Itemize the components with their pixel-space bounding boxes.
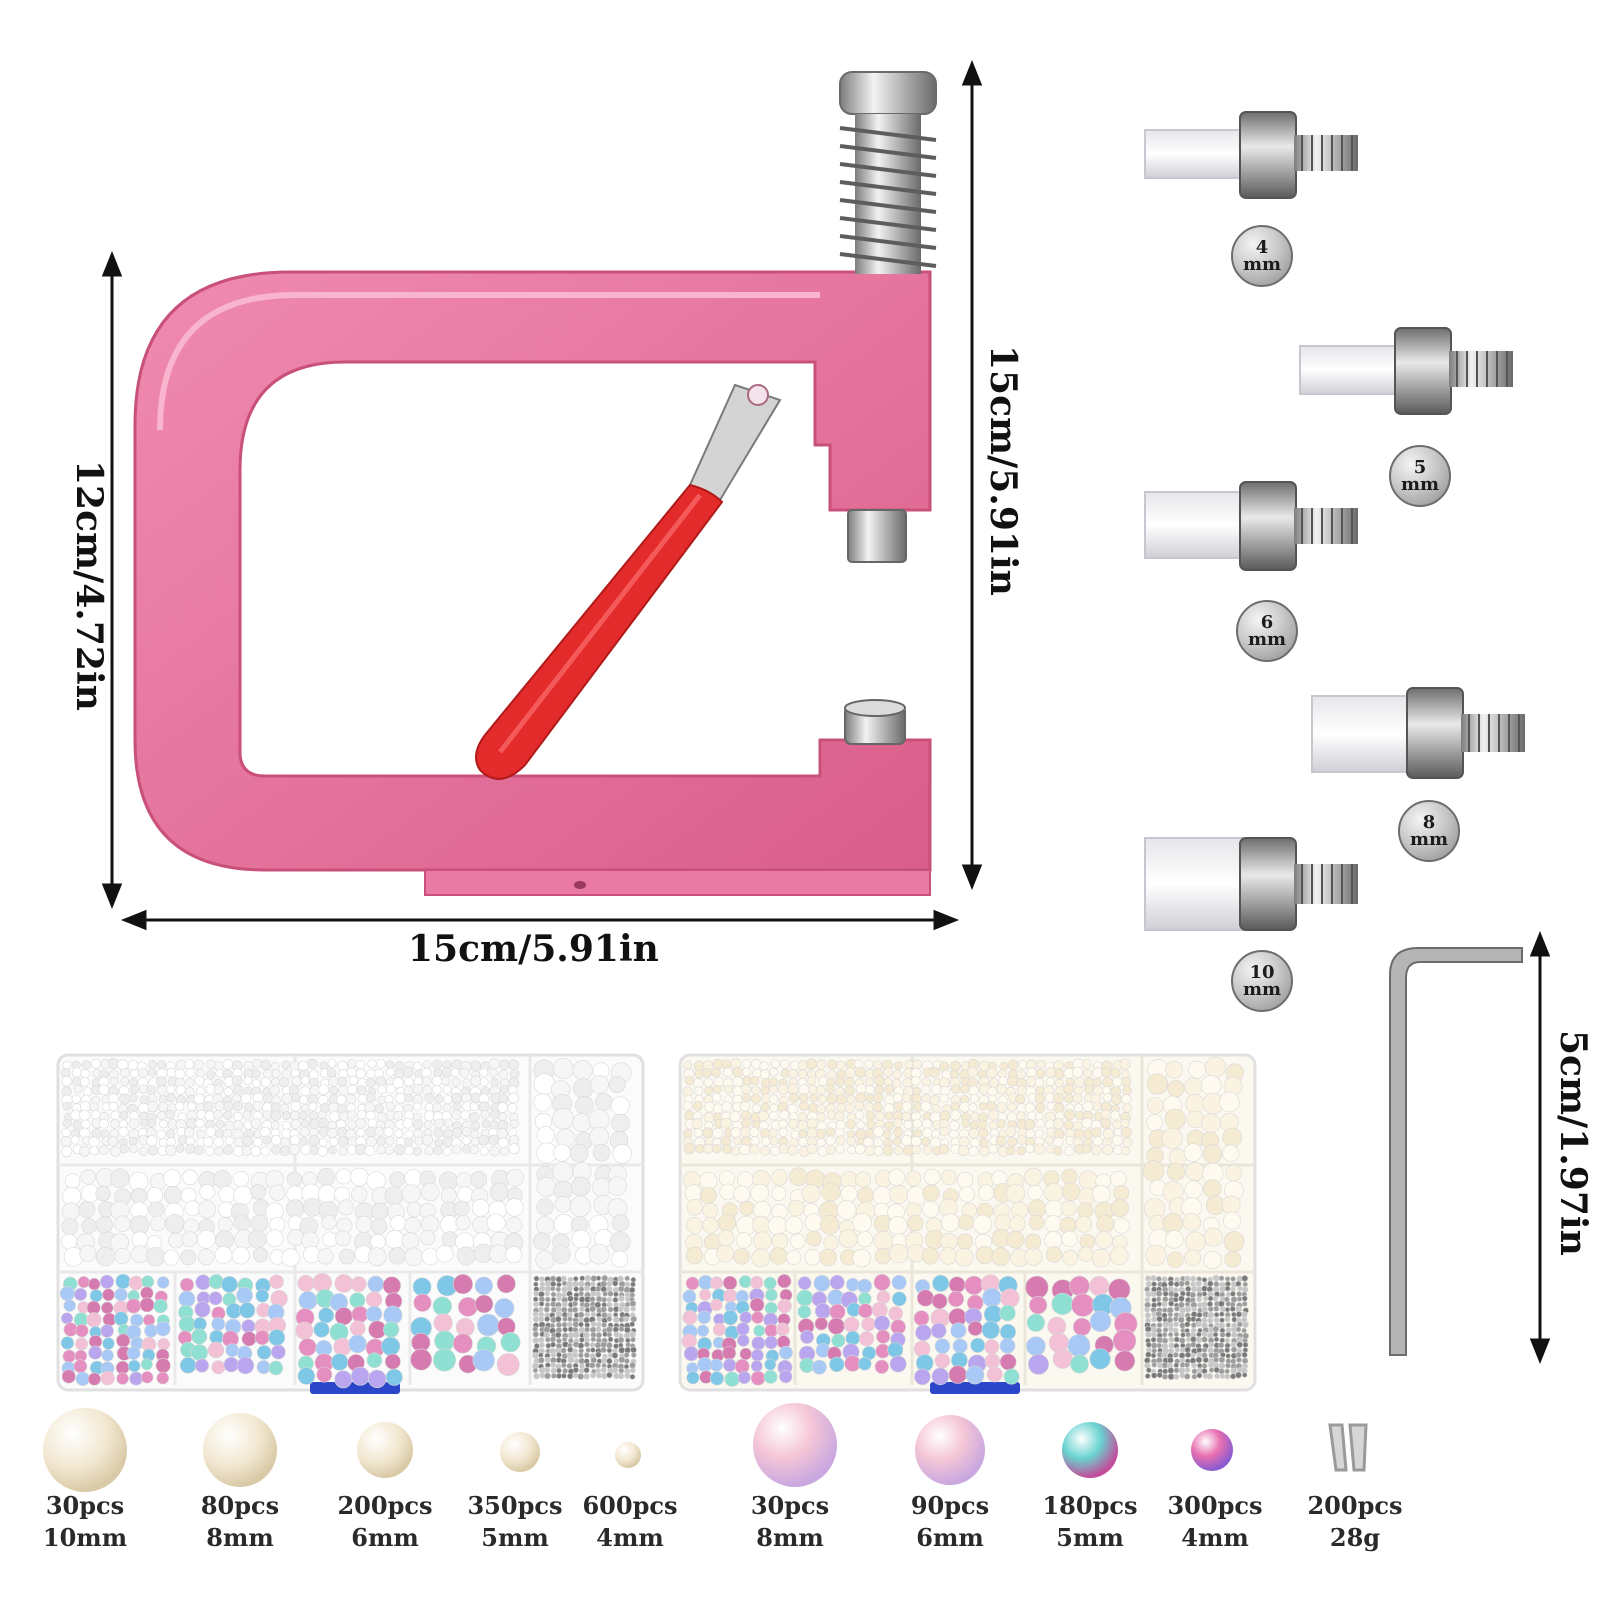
bead-samples [43,1403,1368,1492]
die-size-unit: mm [1242,979,1282,1000]
die-size-unit: mm [1409,829,1449,850]
die-size-number: 8 [1422,812,1436,833]
tool-width-label: 15cm/5.91in [408,928,659,970]
die-size-number: 6 [1260,612,1274,633]
bead-caption: 90pcs 6mm [910,1491,990,1552]
die-size-badge-5mm: 5 mm [1389,445,1451,507]
die-size-number: 5 [1413,457,1427,478]
dimension-arrows [101,59,1551,1365]
die-size-unit: mm [1400,474,1440,495]
bead-caption: 80pcs 8mm [200,1491,280,1552]
tool-frame [133,270,932,896]
bead-caption: 300pcs 4mm [1167,1491,1263,1552]
bead-caption: 30pcs 8mm [750,1491,830,1552]
spring-assembly [839,71,937,274]
handle-lever [475,383,782,780]
tool-height-label: 12cm/4.72in [68,460,110,711]
die-size-number: 4 [1255,237,1269,258]
die-size-badge-6mm: 6 mm [1236,600,1298,662]
die-size-unit: mm [1247,629,1287,650]
allen-wrench [1389,947,1523,1356]
upper-die [847,509,907,563]
spring-height-label: 15cm/5.91in [982,345,1024,596]
bead-caption: 180pcs 5mm [1042,1491,1138,1552]
die-attachments [1144,111,1525,931]
bead-caption: 200pcs 28g [1307,1491,1403,1552]
bead-caption: 600pcs 4mm [582,1491,678,1552]
bead-caption: 200pcs 6mm [337,1491,433,1552]
bead-caption: 30pcs 10mm [42,1491,128,1552]
die-size-number: 10 [1249,962,1275,983]
die-size-unit: mm [1242,254,1282,275]
wrench-length-label: 5cm/1.97in [1552,1030,1594,1256]
die-size-badge-10mm: 10 mm [1231,950,1293,1012]
bead-caption: 350pcs 5mm [467,1491,563,1552]
die-size-badge-8mm: 8 mm [1398,800,1460,862]
die-size-badge-4mm: 4 mm [1231,225,1293,287]
